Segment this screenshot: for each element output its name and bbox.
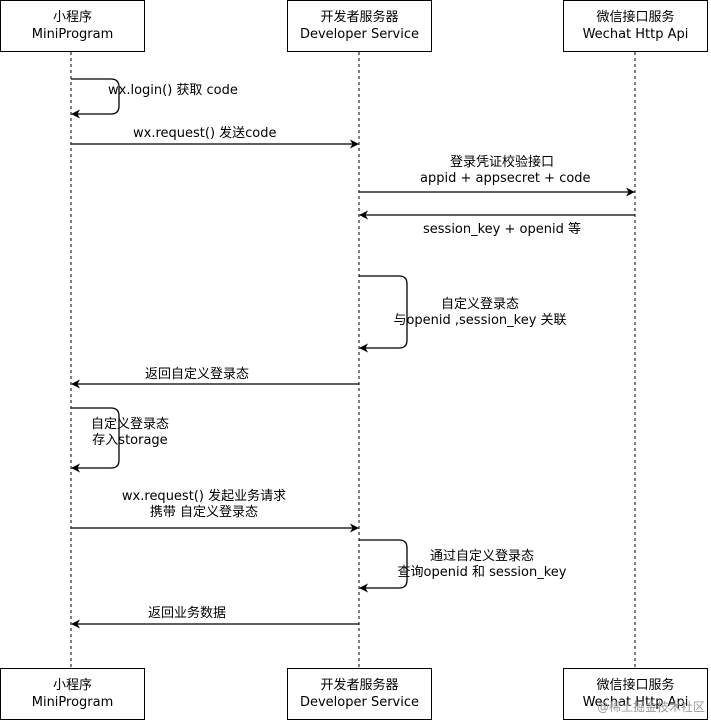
- participant-miniprogram-bottom: 小程序 MiniProgram: [0, 668, 145, 720]
- watermark: @稀土掘金技术社区: [596, 700, 705, 714]
- message-label-storage: 自定义登录态 存入storage: [90, 417, 169, 448]
- participant-subtitle: Wechat Http Api: [582, 27, 689, 42]
- self-call-create-session: [359, 275, 408, 353]
- message-label-wx-login: wx.login() 获取 code: [108, 83, 238, 98]
- participant-title: 小程序: [52, 10, 92, 25]
- participant-title: 小程序: [52, 678, 92, 693]
- message-label-return-login-state: 返回自定义登录态: [145, 367, 250, 382]
- participant-wechat-bottom: 微信接口服务 Wechat Http Api: [563, 668, 708, 720]
- participant-title: 微信接口服务: [596, 678, 675, 693]
- message-label-session-key: session_key + openid 等: [423, 222, 581, 237]
- message-label-business-request: wx.request() 发起业务请求 携带 自定义登录态: [121, 489, 287, 520]
- participant-subtitle: MiniProgram: [31, 27, 114, 42]
- participant-title: 开发者服务器: [320, 678, 399, 693]
- message-label-send-code: wx.request() 发送code: [133, 126, 277, 141]
- participant-title: 开发者服务器: [320, 10, 399, 25]
- self-call-wx-login: [71, 78, 120, 119]
- self-call-query: [359, 539, 408, 593]
- participant-subtitle: Developer Service: [299, 695, 420, 710]
- participant-wechat-top: 微信接口服务 Wechat Http Api: [563, 0, 708, 52]
- participant-subtitle: MiniProgram: [31, 695, 114, 710]
- message-label-return-data: 返回业务数据: [148, 606, 227, 621]
- participant-developer-top: 开发者服务器 Developer Service: [287, 0, 432, 52]
- participant-developer-bottom: 开发者服务器 Developer Service: [287, 668, 432, 720]
- participant-miniprogram-top: 小程序 MiniProgram: [0, 0, 145, 52]
- participant-title: 微信接口服务: [596, 10, 675, 25]
- message-label-code2session: 登录凭证校验接口 appid + appsecret + code: [420, 155, 591, 186]
- participant-subtitle: Wechat Http Api: [582, 695, 689, 710]
- self-call-store: [71, 407, 120, 473]
- message-label-custom-session: 自定义登录态 与openid ,session_key 关联: [393, 297, 567, 328]
- participant-subtitle: Developer Service: [299, 27, 420, 42]
- message-label-query: 通过自定义登录态 查询openid 和 session_key: [397, 549, 567, 580]
